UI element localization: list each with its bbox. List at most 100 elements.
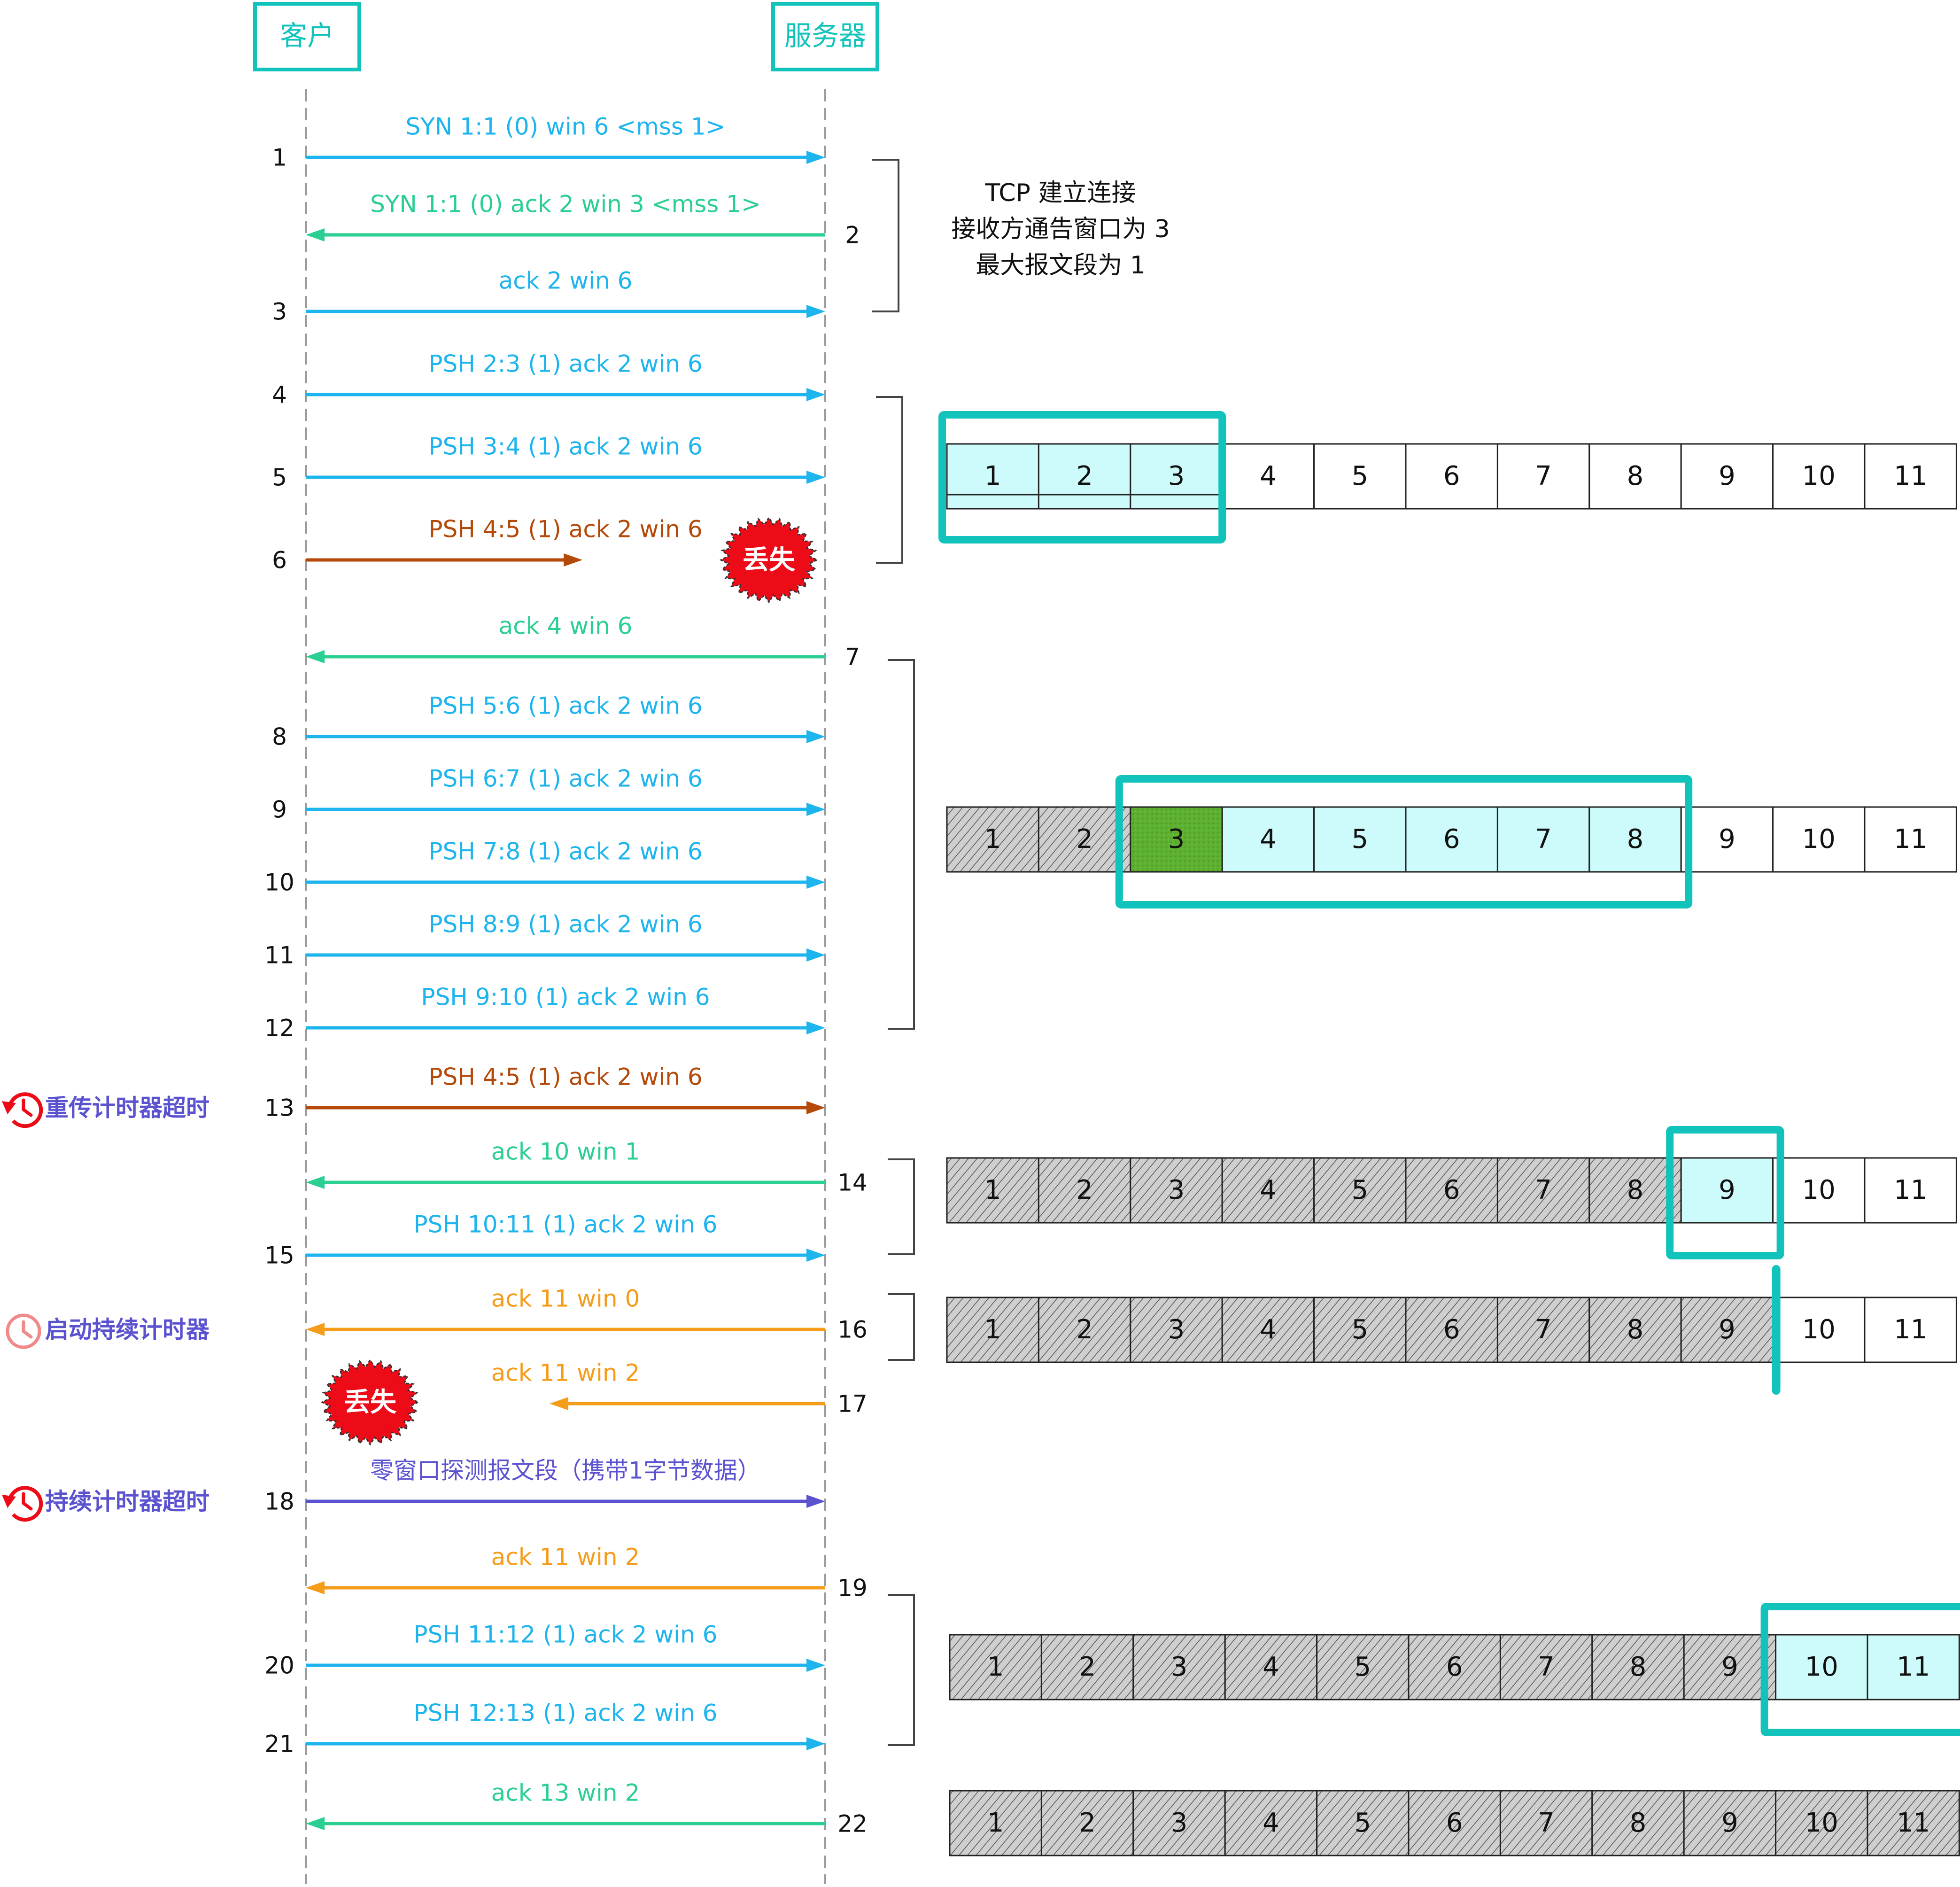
- byte-cell: 5: [1313, 1157, 1407, 1224]
- timer-label: 重传计时器超时: [45, 1095, 209, 1122]
- client-actor: 客户: [253, 2, 361, 71]
- message-arrow: PSH 10:11 (1) ack 2 win 615: [264, 1211, 825, 1269]
- message-label: ack 11 win 2: [491, 1544, 640, 1571]
- timer-event: 持续计时器超时: [2, 1486, 209, 1522]
- message-arrow: PSH 2:3 (1) ack 2 win 64: [272, 350, 825, 409]
- message-label: PSH 7:8 (1) ack 2 win 6: [428, 838, 702, 865]
- byte-number: 11: [1894, 461, 1927, 491]
- byte-cell: 9: [1683, 1634, 1777, 1701]
- byte-number: 6: [1443, 461, 1460, 491]
- lost-burst: 丢失: [719, 516, 819, 604]
- byte-cell: 10: [1772, 1157, 1866, 1224]
- byte-cell: 4: [1221, 806, 1315, 873]
- byte-number: 5: [1354, 1808, 1371, 1838]
- timer-event: 启动持续计时器: [6, 1313, 210, 1349]
- byte-cell: 10: [1772, 806, 1866, 873]
- arrow-head: [806, 1659, 825, 1672]
- byte-number: 10: [1802, 1175, 1836, 1205]
- message-label: ack 11 win 2: [491, 1359, 640, 1387]
- message-label: ack 2 win 6: [499, 267, 633, 295]
- byte-number: 9: [1719, 461, 1735, 491]
- byte-cell: 6: [1405, 806, 1498, 873]
- arrow-head: [806, 803, 825, 816]
- byte-number: 11: [1897, 1808, 1930, 1838]
- message-number: 5: [272, 464, 287, 491]
- byte-cell: 5: [1316, 1634, 1410, 1701]
- byte-number: 9: [1719, 1314, 1735, 1345]
- retransmit-clock-icon: [2, 1092, 43, 1128]
- byte-cell: 6: [1408, 1634, 1501, 1701]
- byte-number: 3: [1168, 1175, 1185, 1205]
- lost-burst: 丢失: [320, 1359, 420, 1446]
- bracket: [888, 1293, 915, 1361]
- byte-cell: 3: [1132, 1634, 1226, 1701]
- arrow-head: [306, 650, 325, 663]
- send-window-frame: [938, 411, 1226, 544]
- byte-cell: 1: [946, 1157, 1039, 1224]
- byte-number: 1: [984, 461, 1001, 491]
- clock-icon: [6, 1313, 41, 1349]
- byte-cell: 3: [1130, 1297, 1223, 1363]
- arrow-head: [306, 1817, 325, 1830]
- byte-number: 6: [1443, 1314, 1460, 1345]
- byte-number: 10: [1805, 1652, 1838, 1682]
- byte-cell: 2: [1038, 806, 1131, 873]
- byte-cell: 8: [1588, 443, 1682, 510]
- byte-cell: 2: [1040, 1790, 1134, 1856]
- byte-number: 2: [1076, 1175, 1093, 1205]
- note-line: TCP 建立连接: [985, 179, 1136, 207]
- message-number: 11: [264, 942, 294, 969]
- byte-cell: 8: [1588, 1297, 1682, 1363]
- byte-number: 6: [1443, 824, 1460, 854]
- message-label: PSH 10:11 (1) ack 2 win 6: [414, 1211, 718, 1238]
- retransmit-clock-icon: [2, 1486, 43, 1522]
- byte-number: 2: [1076, 1314, 1093, 1345]
- arrow-head: [306, 1581, 325, 1594]
- server-label: 服务器: [784, 20, 866, 52]
- byte-number: 7: [1538, 1808, 1555, 1838]
- byte-cell: 10: [1772, 443, 1866, 510]
- byte-number: 8: [1627, 461, 1644, 491]
- byte-number: 9: [1719, 824, 1735, 854]
- message-number: 18: [264, 1488, 294, 1515]
- message-arrow: PSH 7:8 (1) ack 2 win 610: [264, 838, 825, 896]
- message-number: 20: [264, 1652, 294, 1679]
- byte-cell: 5: [1313, 443, 1407, 510]
- byte-cell: 5: [1313, 806, 1407, 873]
- message-arrow: PSH 12:13 (1) ack 2 win 621: [264, 1700, 825, 1758]
- arrow-head: [806, 388, 825, 401]
- message-arrow: PSH 4:5 (1) ack 2 win 613: [264, 1064, 825, 1122]
- byte-cell: 1: [946, 443, 1039, 510]
- arrow-head: [550, 1397, 568, 1410]
- byte-number: 3: [1171, 1652, 1188, 1682]
- byte-number: 5: [1351, 1175, 1368, 1205]
- message-label: PSH 8:9 (1) ack 2 win 6: [428, 911, 702, 938]
- send-window-frame: [1666, 1126, 1784, 1259]
- message-label: 零窗口探测报文段（携带1字节数据）: [370, 1457, 761, 1484]
- timer-label: 启动持续计时器: [45, 1316, 210, 1343]
- arrow-head: [806, 1249, 825, 1262]
- message-label: ack 11 win 0: [491, 1285, 640, 1312]
- byte-cell: 7: [1496, 806, 1590, 873]
- byte-cell: 8: [1591, 1634, 1685, 1701]
- byte-number: 7: [1535, 1175, 1552, 1205]
- byte-cell: 11: [1867, 1790, 1960, 1856]
- byte-cell: 7: [1499, 1790, 1593, 1856]
- message-number: 14: [837, 1169, 868, 1196]
- byte-cell: 1: [949, 1790, 1042, 1856]
- message-arrow: ack 11 win 016: [306, 1285, 868, 1343]
- message-arrow: ack 11 win 219: [306, 1544, 868, 1602]
- message-label: SYN 1:1 (0) win 6 <mss 1>: [405, 113, 725, 140]
- byte-number: 9: [1719, 1175, 1735, 1205]
- message-arrow: ack 10 win 114: [306, 1138, 868, 1196]
- byte-number: 10: [1802, 1314, 1836, 1345]
- arrow-head: [806, 1737, 825, 1750]
- message-number: 21: [264, 1731, 294, 1758]
- send-window-frame: [1760, 1603, 1960, 1736]
